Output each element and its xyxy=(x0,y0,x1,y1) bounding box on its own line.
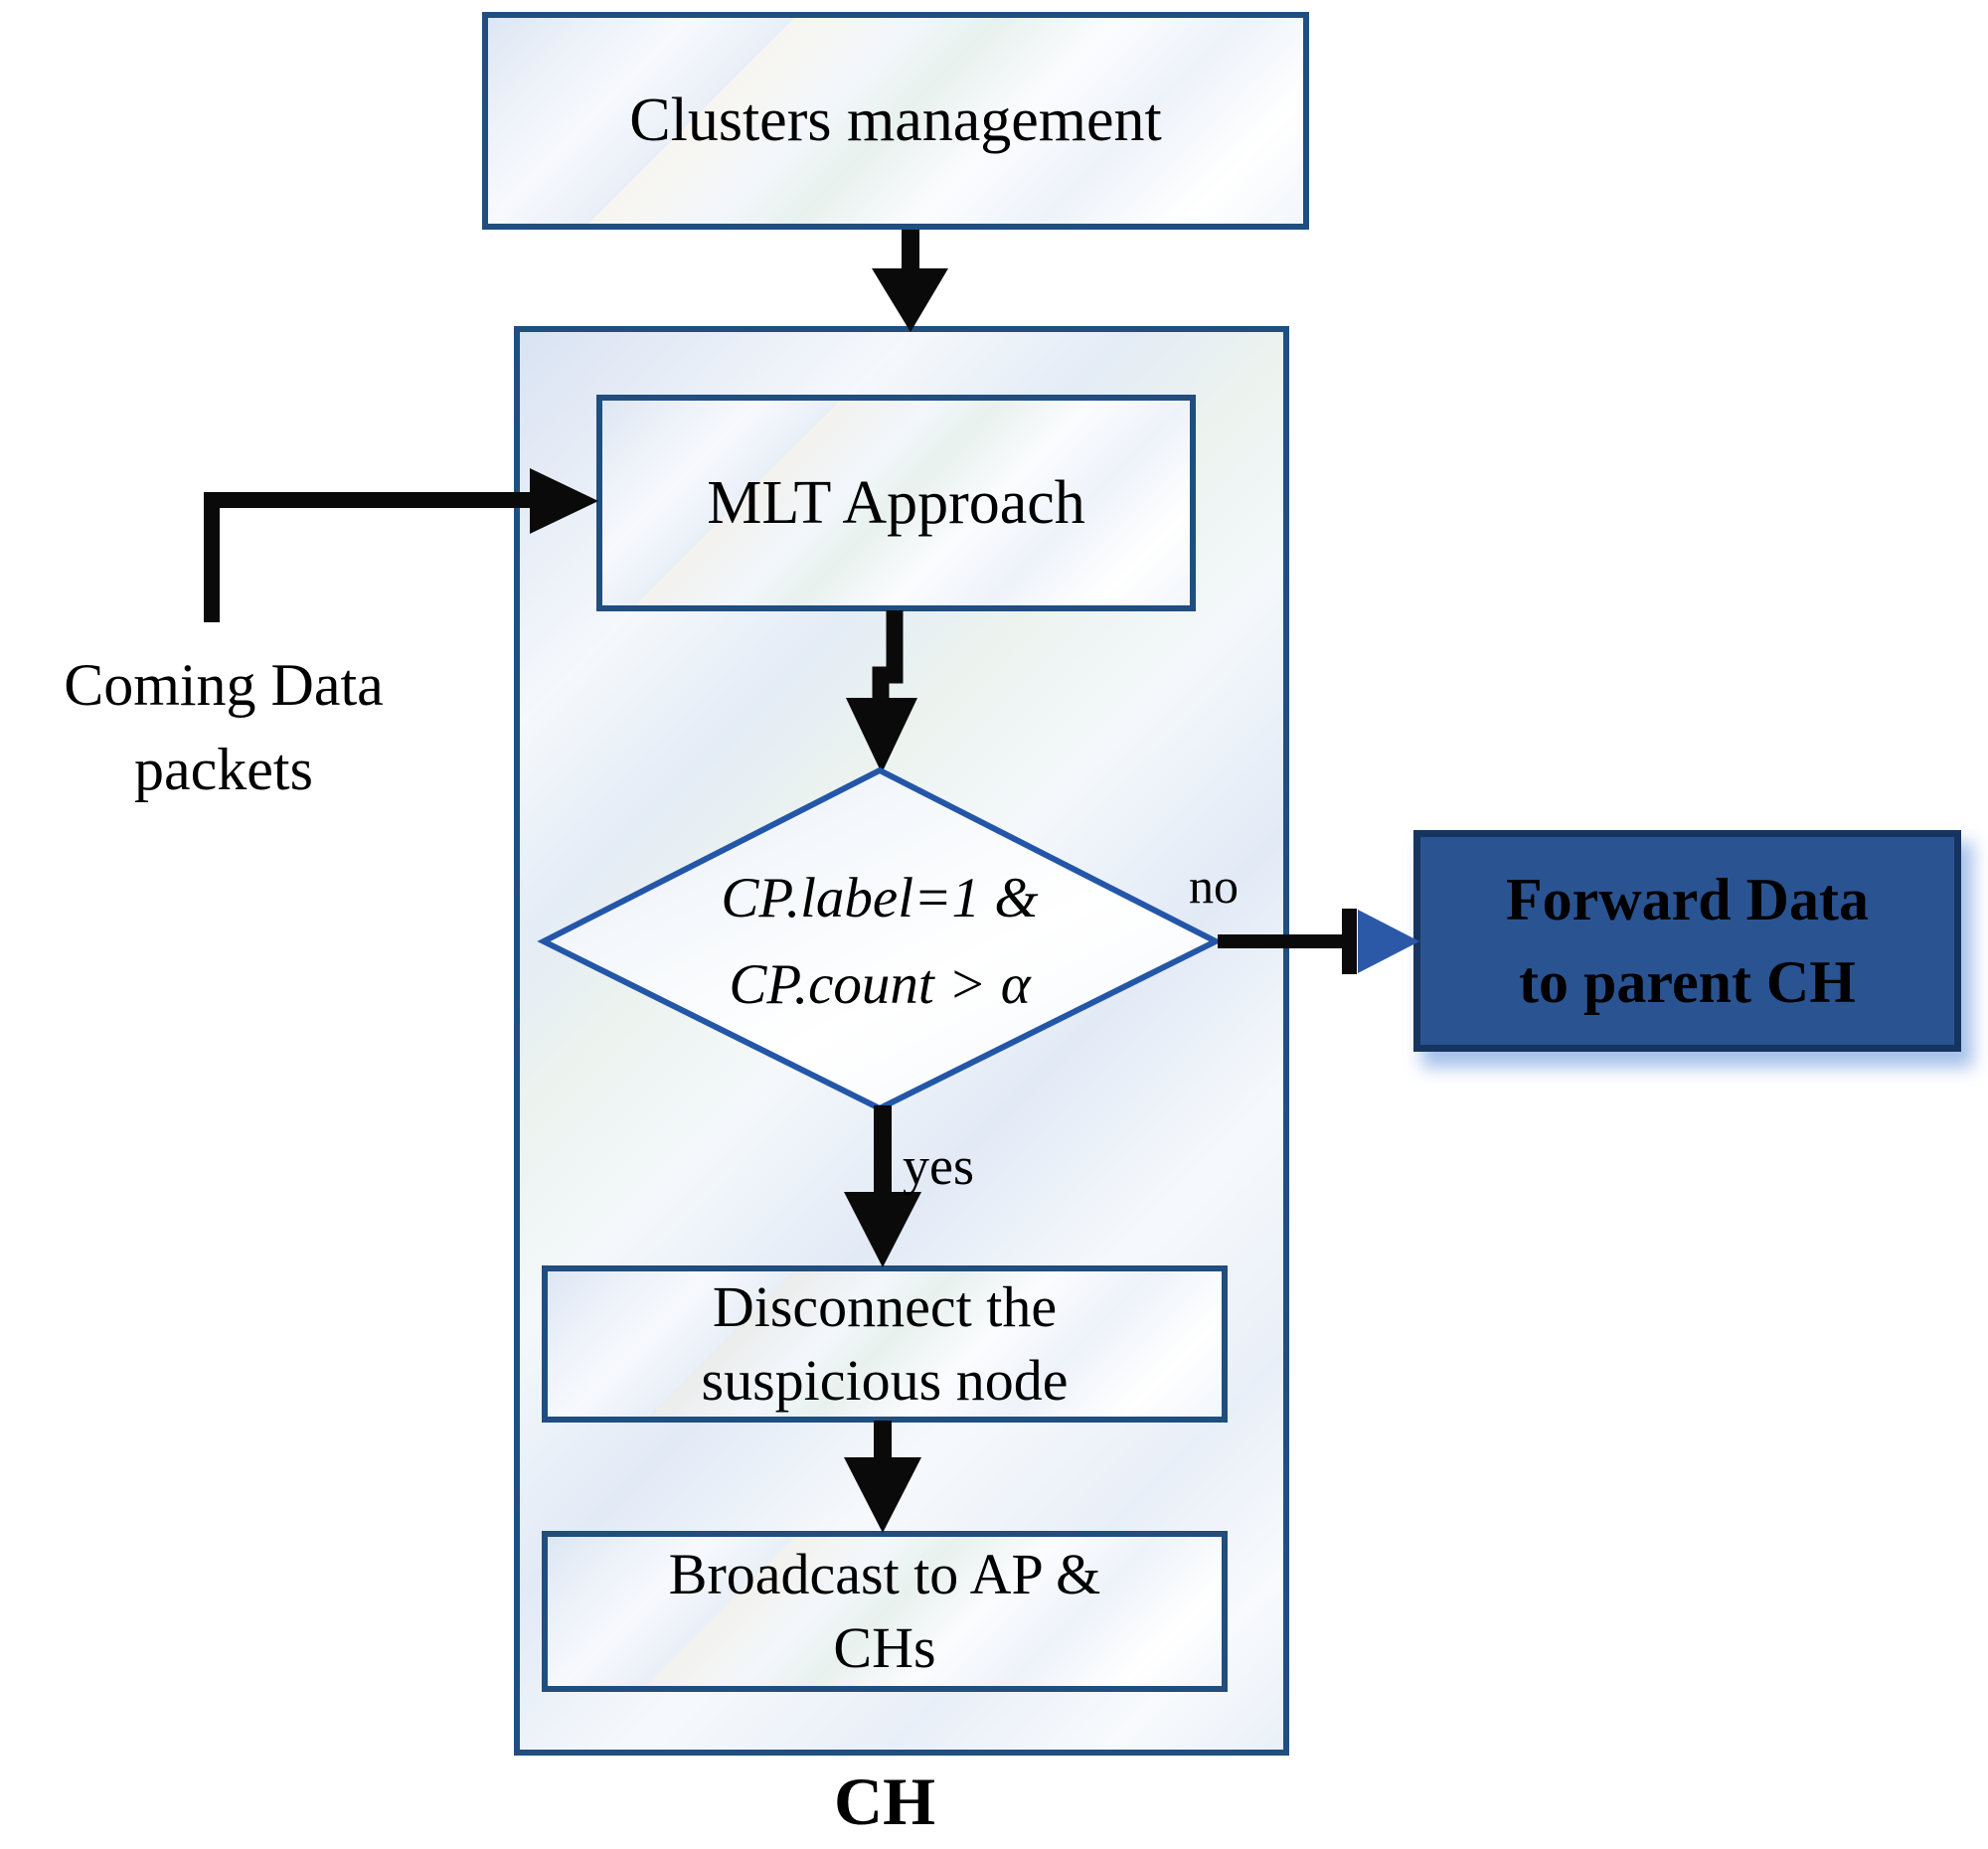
mlt-approach-box: MLT Approach xyxy=(596,395,1196,611)
forward-data-box: Forward Data to parent CH xyxy=(1413,830,1961,1052)
clusters-management-label: Clusters management xyxy=(629,86,1162,155)
yes-branch-label: yes xyxy=(903,1136,974,1196)
disconnect-node-label: Disconnect the suspicious node xyxy=(701,1273,1069,1413)
broadcast-label: Broadcast to AP & CHs xyxy=(668,1541,1101,1680)
arrow-clusters-to-ch xyxy=(872,230,948,332)
broadcast-box: Broadcast to AP & CHs xyxy=(542,1531,1228,1692)
coming-data-packets-label: Coming Data packets xyxy=(64,651,384,802)
disconnect-node-box: Disconnect the suspicious node xyxy=(542,1265,1228,1423)
decision-condition-text: CP.label=1 & CP.count > α xyxy=(721,867,1039,1016)
mlt-approach-label: MLT Approach xyxy=(707,468,1085,537)
no-branch-label: no xyxy=(1189,858,1239,914)
clusters-management-box: Clusters management xyxy=(482,12,1309,230)
ch-caption: CH xyxy=(834,1763,935,1839)
